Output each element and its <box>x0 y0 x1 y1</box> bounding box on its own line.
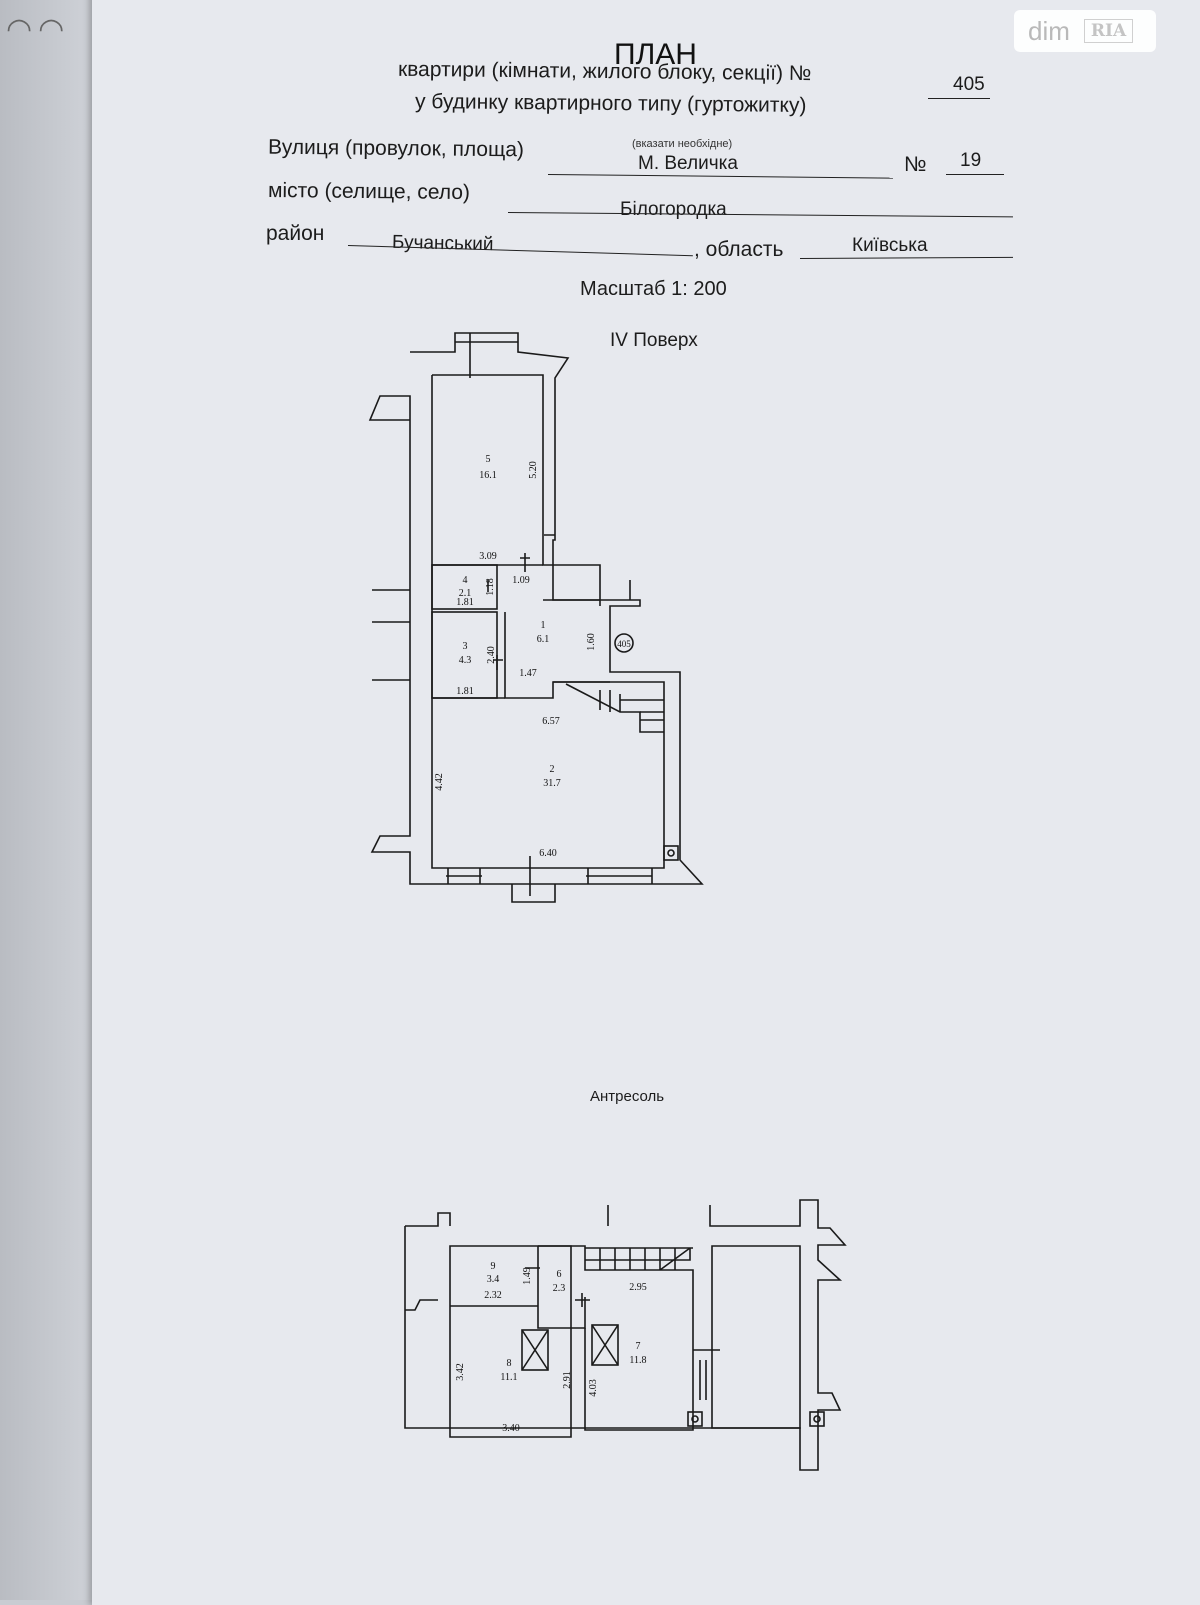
room-4-area: 2.1 <box>459 588 472 599</box>
apartment-number-underline <box>928 98 990 99</box>
room-5-area: 16.1 <box>479 470 497 481</box>
watermark-dim: dim <box>1028 15 1070 46</box>
document-page <box>92 0 1200 1605</box>
room-7-area: 11.8 <box>629 1355 646 1366</box>
street-value: М. Величка <box>638 153 738 174</box>
city-value: Білогородка <box>620 199 727 220</box>
room-3-area: 4.3 <box>459 655 472 666</box>
house-number-underline <box>946 174 1004 175</box>
room-6-number: 6 <box>557 1269 562 1280</box>
floor-plan-walls <box>368 332 704 903</box>
room-8-number: 8 <box>507 1358 512 1369</box>
dim-3-09: 3.09 <box>479 551 497 562</box>
dim-1-18: 1.18 <box>485 578 496 596</box>
dim-5-20: 5.20 <box>528 461 539 479</box>
room-9-area: 3.4 <box>487 1274 500 1285</box>
floor-plan-title: IV Поверх <box>610 330 698 351</box>
room-8-area: 11.1 <box>500 1372 517 1383</box>
dim-2-95: 2.95 <box>629 1282 647 1293</box>
house-number: 19 <box>960 150 982 171</box>
watermark: dim RIA <box>1014 10 1156 52</box>
dim-6-57: 6.57 <box>542 716 560 727</box>
binder-rings: ◠◠ <box>6 13 71 46</box>
dim-3-42: 3.42 <box>455 1363 466 1381</box>
room-3-number: 3 <box>463 641 468 652</box>
room-7-number: 7 <box>636 1341 641 1352</box>
room-2-area: 31.7 <box>543 778 561 789</box>
room-1-area: 6.1 <box>537 634 550 645</box>
room-4-number: 4 <box>463 575 468 586</box>
region-value: Київська <box>852 235 928 256</box>
dim-1-81-a: 1.81 <box>456 597 474 608</box>
dim-2-32: 2.32 <box>484 1290 502 1301</box>
dim-4-03: 4.03 <box>588 1379 599 1397</box>
room-9-number: 9 <box>491 1261 496 1272</box>
entrance-marker: 405 <box>617 639 631 649</box>
house-number-label: № <box>904 153 927 176</box>
note-text: (вказати необхідне) <box>632 138 733 150</box>
mezzanine-title: Антресоль <box>590 1088 665 1105</box>
underlying-page <box>0 0 110 1600</box>
mezzanine-walls <box>404 1199 847 1471</box>
room-2-number: 2 <box>550 764 555 775</box>
region-label: , область <box>694 238 784 261</box>
room-1-number: 1 <box>541 620 546 631</box>
dim-3-40: 3.40 <box>502 1423 520 1434</box>
dim-6-40: 6.40 <box>539 848 557 859</box>
dim-4-42: 4.42 <box>434 773 445 791</box>
dim-1-09: 1.09 <box>512 575 530 586</box>
scale-label: Масштаб 1: 200 <box>580 278 727 300</box>
dim-2-91: 2.91 <box>562 1371 573 1389</box>
dim-1-49: 1.49 <box>522 1267 533 1285</box>
dim-2-40: 2.40 <box>486 646 497 664</box>
dim-1-60: 1.60 <box>586 633 597 651</box>
watermark-ria-badge: RIA <box>1083 19 1134 43</box>
page-title: ПЛАН <box>614 38 697 71</box>
apartment-number: 405 <box>953 74 985 95</box>
dim-1-47: 1.47 <box>519 668 537 679</box>
room-6-area: 2.3 <box>553 1283 566 1294</box>
dim-1-81-b: 1.81 <box>456 686 474 697</box>
room-5-number: 5 <box>486 454 491 465</box>
district-label: район <box>266 222 325 245</box>
